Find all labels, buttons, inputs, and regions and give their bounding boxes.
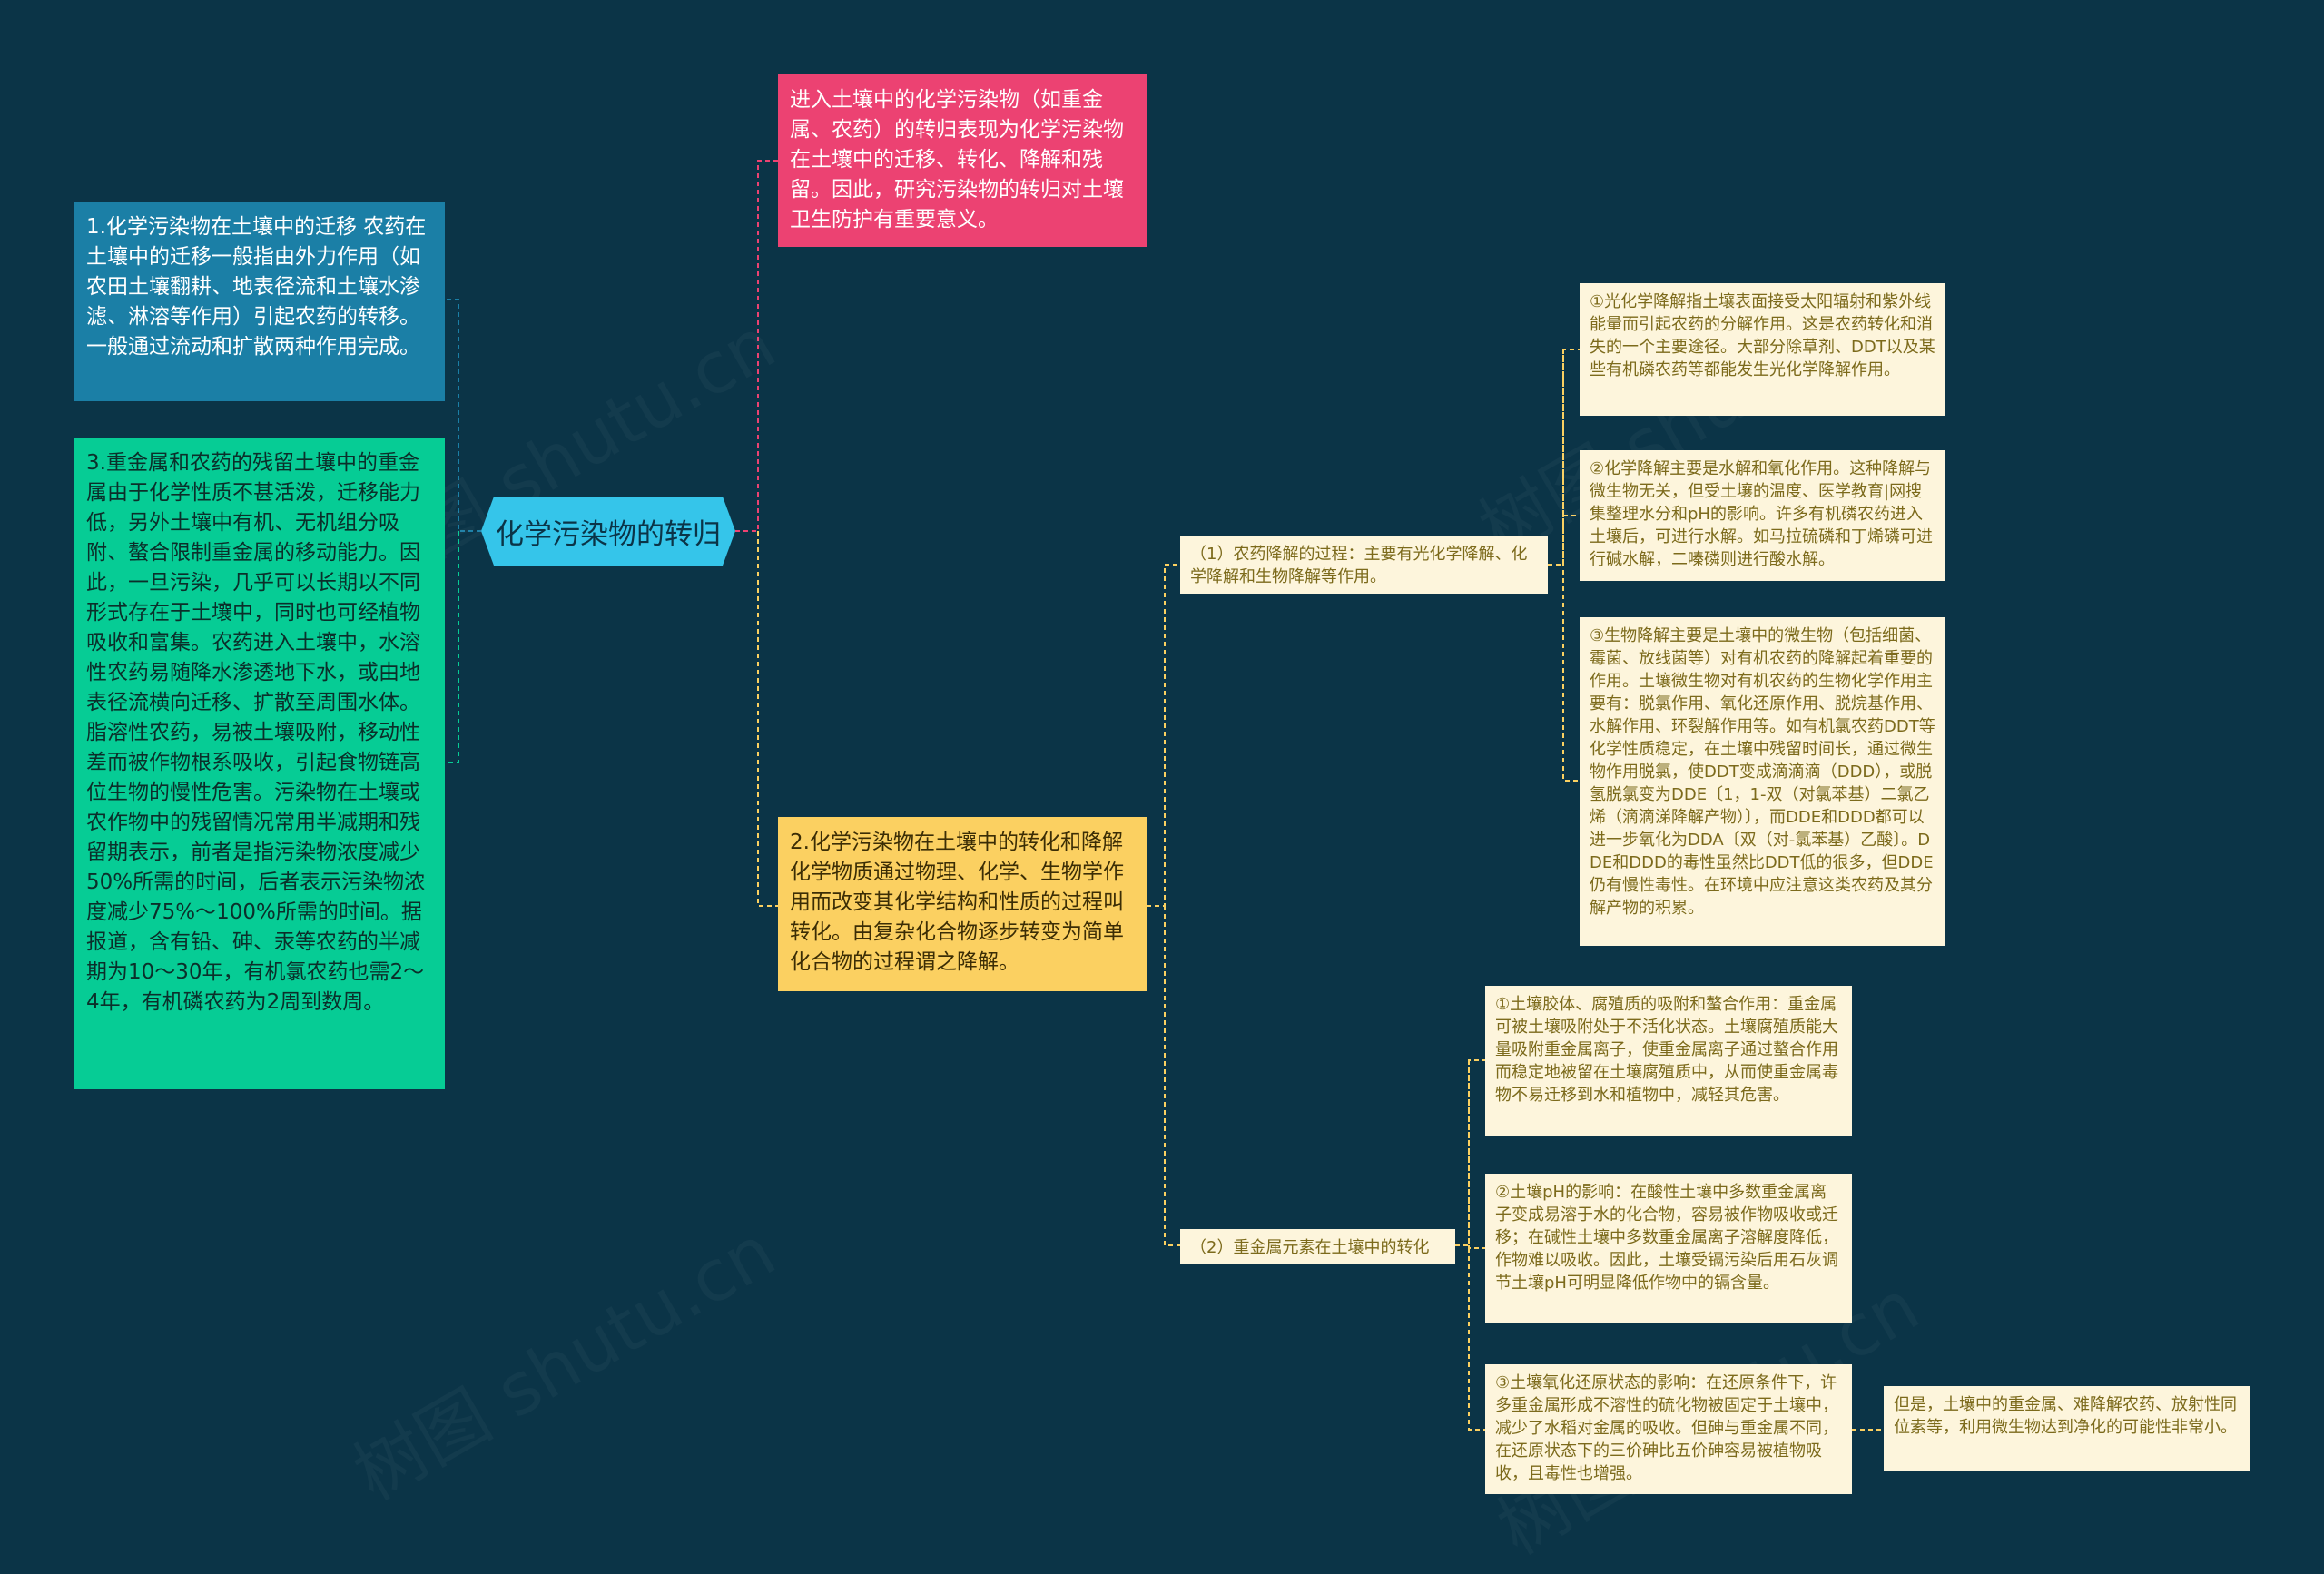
- node-pesticide-degradation[interactable]: （1）农药降解的过程：主要有光化学降解、化学降解和生物降解等作用。: [1180, 536, 1548, 594]
- link-metal-redox: [1468, 1060, 1485, 1431]
- node-transformation[interactable]: 2.化学污染物在土壤中的转化和降解 化学物质通过物理、化学、生物学作用而改变其化…: [778, 817, 1147, 991]
- node-photochemical[interactable]: ①光化学降解指土壤表面接受太阳辐射和紫外线能量而引起农药的分解作用。这是农药转化…: [1580, 283, 1945, 416]
- node-residue[interactable]: 3.重金属和农药的残留土壤中的重金属由于化学性质不甚活泼，迁移能力低，另外土壤中…: [74, 438, 445, 1089]
- node-biological[interactable]: ③生物降解主要是土壤中的微生物（包括细菌、霉菌、放线菌等）对有机农药的降解起着重…: [1580, 617, 1945, 946]
- root-node[interactable]: 化学污染物的转归: [481, 497, 735, 566]
- node-microbe[interactable]: 但是，土壤中的重金属、难降解农药、放射性同位素等，利用微生物达到净化的可能性非常…: [1884, 1386, 2250, 1471]
- node-migration[interactable]: 1.化学污染物在土壤中的迁移 农药在土壤中的迁移一般指由外力作用（如农田土壤翻耕…: [74, 202, 445, 401]
- link-root-residue: [445, 531, 459, 763]
- link-metal-ph: [1468, 1245, 1485, 1249]
- node-intro[interactable]: 进入土壤中的化学污染物（如重金属、农药）的转归表现为化学污染物在土壤中的迁移、转…: [778, 74, 1147, 247]
- link-root-migration: [445, 299, 481, 532]
- link-pesticide-bio: [1562, 349, 1580, 782]
- link-transformation-metal: [1164, 906, 1180, 1246]
- node-colloid[interactable]: ①土壤胶体、腐殖质的吸附和螯合作用：重金属可被土壤吸附处于不活化状态。土壤腐殖质…: [1485, 986, 1852, 1136]
- link-metal-colloid: [1455, 1059, 1485, 1246]
- node-heavy-metal[interactable]: （2）重金属元素在土壤中的转化: [1180, 1229, 1455, 1264]
- node-redox[interactable]: ③土壤氧化还原状态的影响：在还原条件下，许多重金属形成不溶性的硫化物被固定于土壤…: [1485, 1364, 1852, 1494]
- link-root-transformation: [757, 531, 778, 907]
- link-transformation-pesticide: [1147, 564, 1180, 907]
- node-ph[interactable]: ②土壤pH的影响：在酸性土壤中多数重金属离子变成易溶于水的化合物，容易被作物吸收…: [1485, 1174, 1852, 1323]
- node-chemical[interactable]: ②化学降解主要是水解和氧化作用。这种降解与微生物无关，但受土壤的温度、医学教育|…: [1580, 450, 1945, 581]
- link-root-intro: [735, 160, 778, 532]
